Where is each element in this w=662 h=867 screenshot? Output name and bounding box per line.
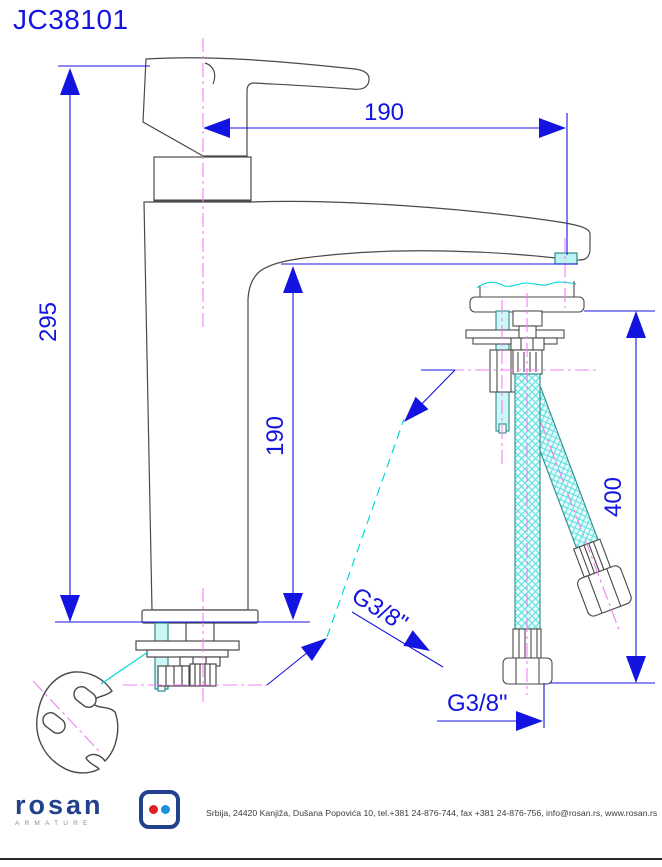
- svg-text:295: 295: [35, 302, 62, 342]
- svg-text:400: 400: [600, 477, 627, 517]
- faucet-handle: [142, 57, 370, 157]
- brand-name: rosan: [15, 790, 104, 820]
- aerator: [554, 252, 578, 265]
- company-address: Srbija, 24420 Kanjiža, Dušana Popovića 1…: [206, 808, 658, 818]
- dimension-spout-height: 190: [262, 263, 578, 620]
- dimensions: 295 190 190: [35, 65, 655, 731]
- brand-subtitle: ARMATURE: [15, 820, 93, 827]
- sink-surface-wave: [476, 281, 577, 289]
- logo-red-dot: [149, 805, 158, 814]
- svg-text:190: 190: [262, 416, 289, 456]
- thread-callout-inlet: G3/8": [347, 582, 444, 668]
- projection-leader-upper: [404, 369, 456, 422]
- thread-callout-hose: G3/8": [437, 683, 545, 731]
- svg-text:190: 190: [364, 99, 404, 126]
- faucet-base: [141, 609, 259, 624]
- dimension-spout-reach: 190: [203, 99, 568, 255]
- bottom-divider: [0, 858, 662, 860]
- rosan-logo-icon: [139, 790, 180, 829]
- dimension-total-height: 295: [35, 65, 310, 623]
- projection-leader-lower: [266, 638, 327, 686]
- construction-lines: [100, 418, 405, 685]
- mounting-wrench: [36, 671, 119, 774]
- footer: rosan ARMATURE Srbija, 24420 Kanjiža, Du…: [0, 788, 662, 848]
- svg-text:G3/8": G3/8": [447, 690, 508, 717]
- dimension-hose-length: 400: [550, 310, 655, 684]
- centerlines: [32, 38, 597, 752]
- logo-blue-dot: [161, 805, 170, 814]
- rosan-logo: rosan ARMATURE: [15, 790, 104, 828]
- technical-drawing: 295 190 190: [32, 38, 655, 774]
- drawing-number: JC38101: [13, 4, 129, 35]
